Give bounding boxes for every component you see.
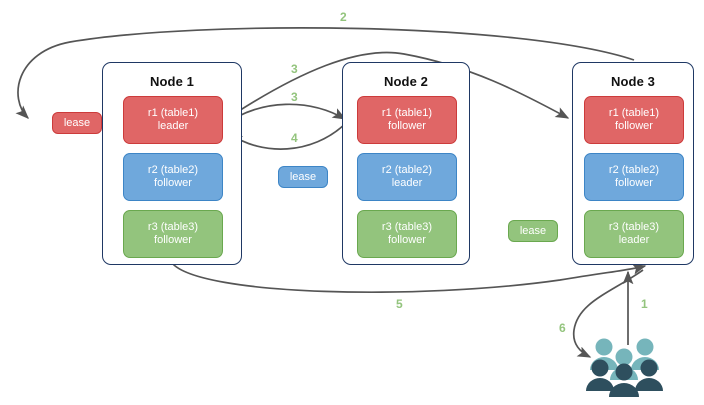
arrow-step-3-to-node3 (221, 51, 570, 123)
lease-chip-table3[interactable]: lease (508, 220, 558, 242)
arrow-step-2 (15, 27, 635, 119)
node-title-1: Node 1 (150, 74, 194, 89)
replica-name: r1 (table1) (147, 106, 199, 119)
replica-role: follower (615, 120, 653, 132)
replica-n1-r3[interactable]: r3 (table3) follower (123, 210, 223, 258)
replica-name: r1 (table1) (608, 106, 660, 119)
node-container-3[interactable]: Node 3 r1 (table1) follower r2 (table2) … (572, 62, 694, 265)
lease-chip-table1[interactable]: lease (52, 112, 102, 134)
replica-n1-r2[interactable]: r2 (table2) follower (123, 153, 223, 201)
replica-role: leader (157, 120, 189, 132)
replica-role: follower (388, 234, 426, 246)
lease-chip-table2[interactable]: lease (278, 166, 328, 188)
step-label-2: 2 (340, 10, 347, 24)
replica-name: r3 (table3) (381, 220, 433, 233)
step-label-3b: 3 (291, 90, 298, 104)
step-label-1: 1 (641, 297, 648, 311)
replica-role: leader (618, 234, 650, 246)
step-label-6: 6 (559, 321, 566, 335)
node-container-2[interactable]: Node 2 r1 (table1) follower r2 (table2) … (342, 62, 470, 265)
replica-name: r2 (table2) (381, 163, 433, 176)
replica-role: leader (391, 177, 423, 189)
replica-n2-r1[interactable]: r1 (table1) follower (357, 96, 457, 144)
replica-name: r2 (table2) (147, 163, 199, 176)
arrow-step-6 (572, 269, 644, 358)
node-title-2: Node 2 (384, 74, 428, 89)
replica-n2-r3[interactable]: r3 (table3) follower (357, 210, 457, 258)
replica-role: follower (388, 120, 426, 132)
replica-name: r3 (table3) (147, 220, 199, 233)
replica-name: r1 (table1) (381, 106, 433, 119)
replica-name: r2 (table2) (608, 163, 660, 176)
step-label-4: 4 (291, 131, 298, 145)
step-label-5: 5 (396, 297, 403, 311)
replica-n3-r2[interactable]: r2 (table2) follower (584, 153, 684, 201)
replica-n3-r1[interactable]: r1 (table1) follower (584, 96, 684, 144)
replica-name: r3 (table3) (608, 220, 660, 233)
people-group-icon[interactable] (586, 338, 663, 398)
replica-role: follower (615, 177, 653, 189)
node-container-1[interactable]: Node 1 r1 (table1) leader r2 (table2) fo… (102, 62, 242, 265)
step-label-3a: 3 (291, 62, 298, 76)
arrow-step-5 (171, 262, 647, 293)
replica-role: follower (154, 234, 192, 246)
replica-n3-r3[interactable]: r3 (table3) leader (584, 210, 684, 258)
replica-role: follower (154, 177, 192, 189)
replica-n1-r1[interactable]: r1 (table1) leader (123, 96, 223, 144)
node-title-3: Node 3 (611, 74, 655, 89)
replica-n2-r2[interactable]: r2 (table2) leader (357, 153, 457, 201)
